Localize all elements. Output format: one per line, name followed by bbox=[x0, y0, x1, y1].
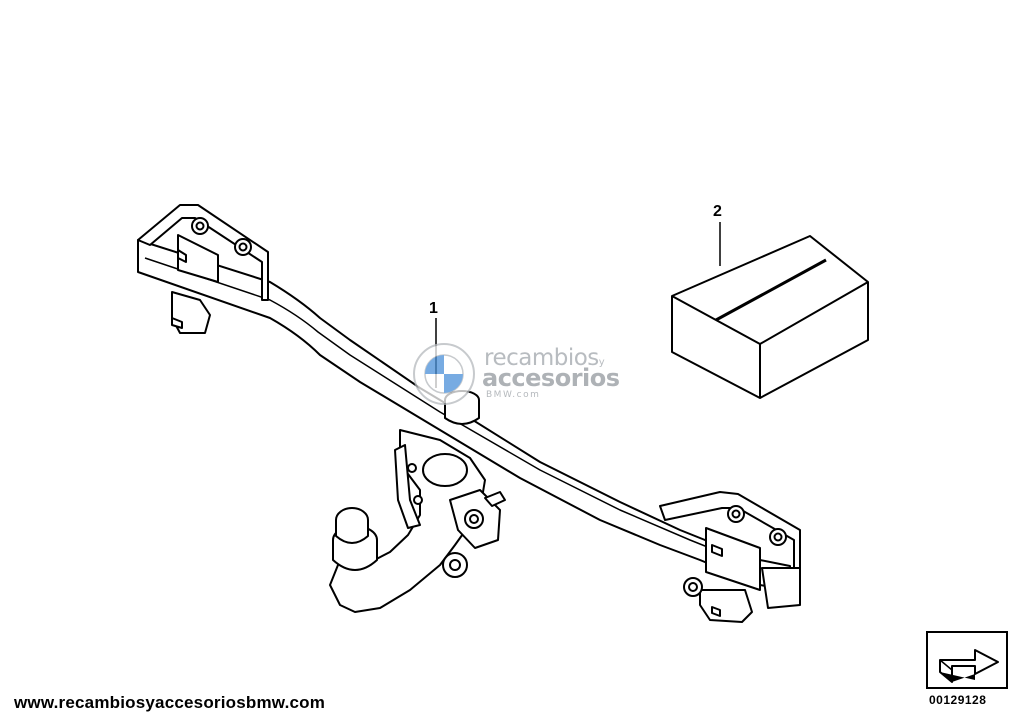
right-mounting-bracket bbox=[659, 491, 801, 623]
footer-website-url[interactable]: www.recambiosyaccesoriosbmw.com bbox=[14, 693, 326, 712]
arrow-right-icon bbox=[926, 631, 1008, 689]
tow-ball bbox=[332, 507, 378, 571]
left-mounting-bracket bbox=[137, 204, 269, 334]
locking-mechanism bbox=[449, 489, 506, 549]
callout-number-1: 1 bbox=[429, 300, 438, 317]
watermark-line-accesorios: accesorios bbox=[482, 364, 620, 392]
bmw-roundel-icon bbox=[413, 343, 475, 405]
diagram-number: 00129128 bbox=[929, 693, 987, 707]
watermark-line-bmw-com: BMW.com bbox=[486, 390, 541, 400]
kit-box bbox=[671, 235, 869, 399]
watermark-line-recambios: recambiosy bbox=[484, 345, 605, 371]
callout-number-2: 2 bbox=[713, 203, 722, 220]
